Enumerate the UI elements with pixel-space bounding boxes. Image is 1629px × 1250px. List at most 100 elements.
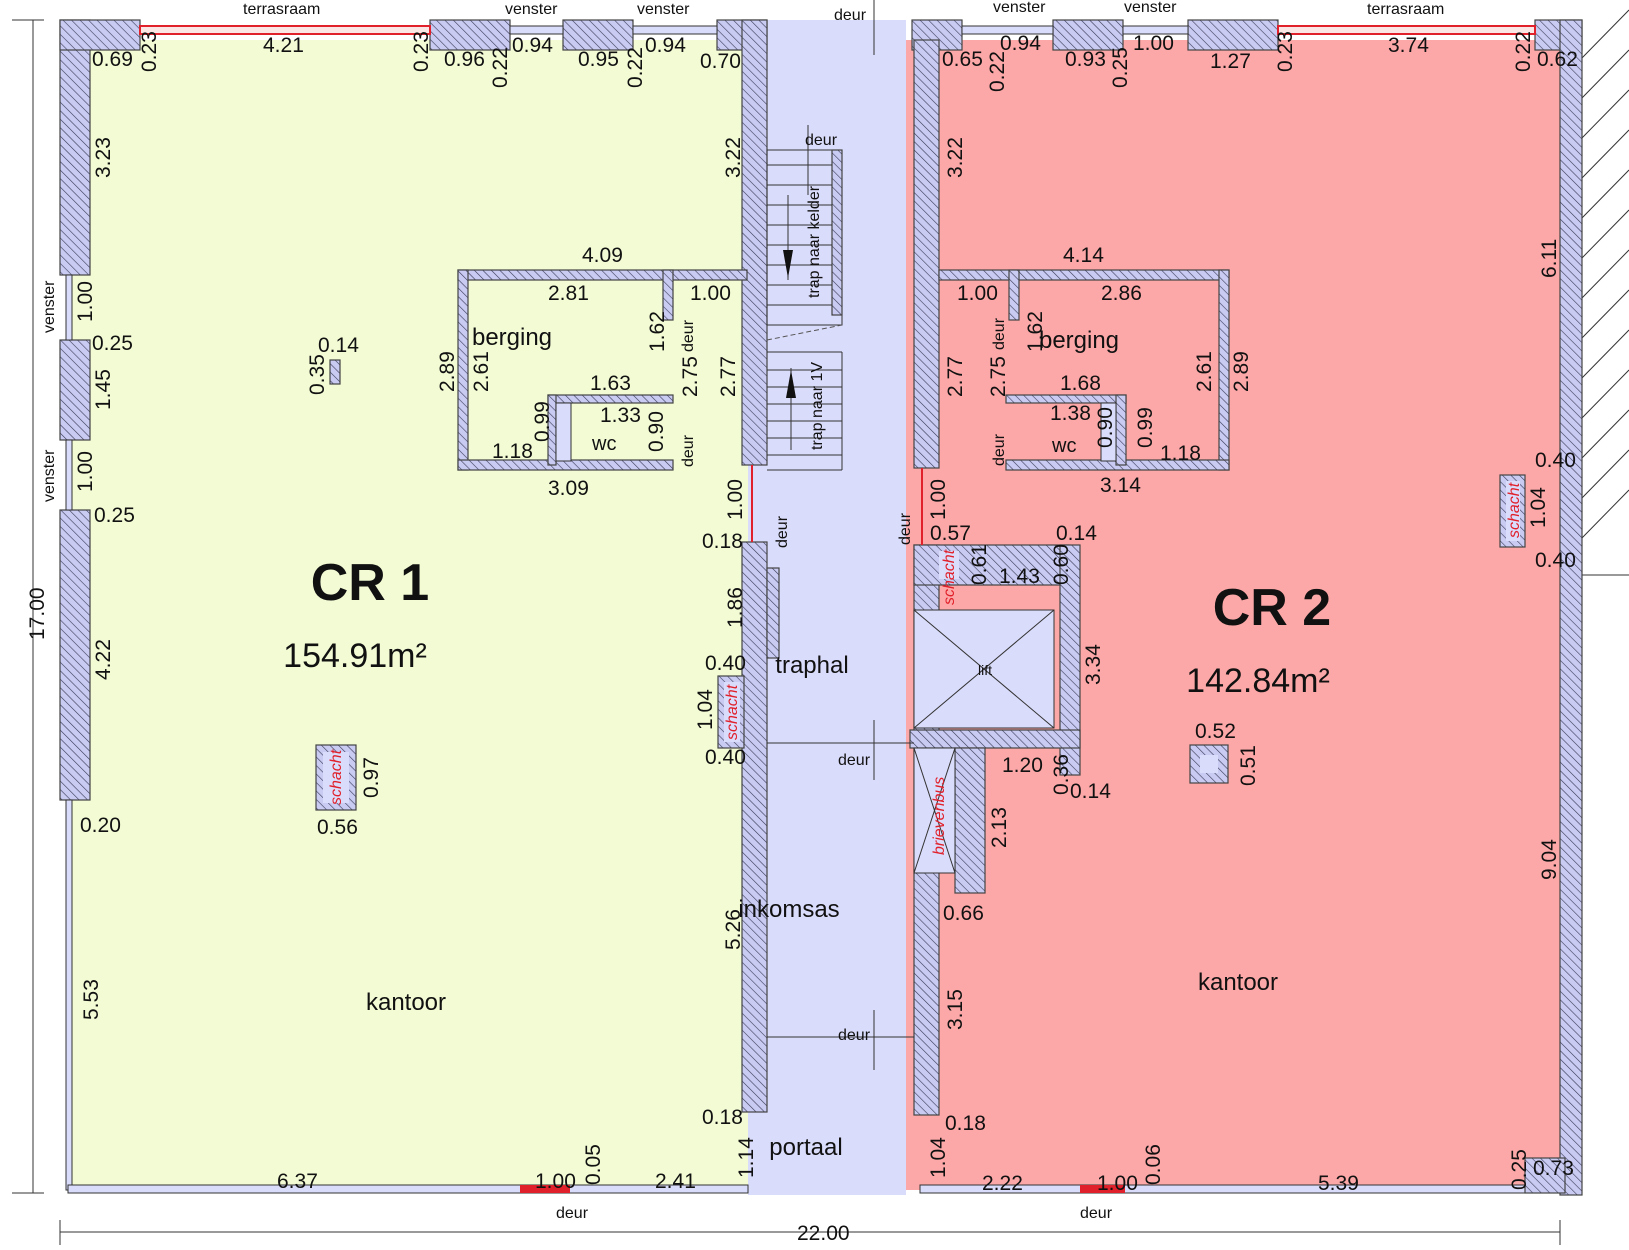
cr2-schacht-label: schacht [1506,482,1523,538]
dimension-label: 0.14 [1056,522,1097,545]
cr2-room-label: kantoor [1198,969,1278,996]
cr1-bottom-door [520,1185,570,1193]
cr2-column [1200,755,1218,773]
dimension-label: 5.53 [80,979,103,1020]
dimension-label: 1.38 [1050,402,1091,425]
lift [913,609,1055,729]
dimension-label: 2.13 [988,807,1011,848]
dimension-label: 1.27 [1210,50,1251,73]
cr2-bottom-door [1080,1185,1125,1193]
dimension-label: 1.00 [74,451,97,492]
dimension-label: 0.40 [705,652,746,675]
dimension-label: 9.04 [1538,839,1561,880]
dimension-label: 0.57 [930,522,971,545]
dimension-label: 0.20 [80,814,121,837]
top-deur-label: deur [834,7,867,24]
cr1-terrasraam-label: terrasraam [243,1,320,18]
cr1-wc-sink [555,402,572,462]
dimension-label: 0.70 [700,50,741,73]
cr2-schacht [1506,481,1520,541]
dimension-label: 1.68 [1060,372,1101,395]
dimension-label: 4.21 [263,34,304,57]
cr2-berging-dimensions: 4.14 1.00 2.86 2.77 2.75 1.62 2.61 2.89 … [944,244,1253,497]
dimension-label: 0.66 [943,902,984,925]
exterior-hatch-right [1579,9,1629,576]
cr2-venster-2 [1122,25,1189,35]
dimension-label: 0.22 [1512,31,1535,72]
dimension-label: 2.75 [679,356,702,397]
dimension-label: 0.22 [489,47,512,88]
brievenbus [913,747,956,874]
dimension-label: 5.26 [722,909,745,950]
dimension-label: 1.04 [694,689,717,730]
cr2-area: 142.84m² [1186,662,1330,700]
cr2-misc-dimensions: 3.22 1.00 0.57 0.14 0.61 1.43 0.60 3.34 … [927,137,1260,1178]
dimension-label: 4.22 [92,639,115,680]
dimension-label: 1.86 [724,587,747,628]
dimension-label: 1.04 [927,1137,950,1178]
dimension-label: 0.65 [942,48,983,71]
overall-height: 17.00 [26,587,49,640]
dimension-label: 2.77 [944,356,967,397]
cr1-berging-dimensions: 4.09 2.81 1.00 2.89 2.61 1.62 2.75 2.77 … [436,244,740,500]
cr2-berging-label: berging [1039,327,1119,354]
cr1-bottom-dimensions: 6.37 1.00 0.05 2.41 [277,1144,696,1193]
dimension-label: 0.52 [1195,720,1236,743]
dimension-label: 0.56 [317,816,358,839]
cr2-venster-1 [961,25,1054,35]
cr1-wc-label: wc [591,433,616,455]
cr2-bottom-deur-label: deur [1080,1205,1113,1222]
dimension-label: 0.40 [1535,449,1576,472]
dimension-label: 2.41 [655,1170,696,1193]
dimension-label: 0.25 [92,332,133,355]
cr2-terrasraam-label: terrasraam [1367,1,1444,18]
dimension-label: 4.09 [582,244,623,267]
dimension-label: 1.45 [92,369,115,410]
dimension-label: 0.90 [645,411,668,452]
dimension-label: 0.95 [578,48,619,71]
cr2-title: CR 2 [1213,579,1331,637]
dimension-label: 0.22 [624,47,647,88]
dimension-label: 0.25 [94,504,135,527]
cr2-right-dimensions: 6.11 0.40 1.04 0.40 9.04 [1527,239,1576,880]
dimension-label: 0.69 [92,48,133,71]
cr1-area: 154.91m² [283,637,427,675]
dimension-label: 3.74 [1388,34,1429,57]
dimension-label: 3.22 [944,137,967,178]
dimension-label: 0.97 [360,757,383,798]
overall-width: 22.00 [797,1222,850,1245]
cr1-left-dimensions: 3.23 1.00 0.25 1.45 1.00 0.25 4.22 0.20 … [74,137,135,1020]
staircase [766,149,843,471]
dimension-label: 6.37 [277,1170,318,1193]
dimension-label: 1.14 [735,1137,758,1178]
dimension-label: 1.00 [1133,32,1174,55]
cr2-bottom-dimensions: 2.22 1.00 0.06 5.39 0.25 0.73 [982,1144,1574,1195]
dimension-label: 0.94 [512,34,553,57]
dimension-label: 2.77 [717,356,740,397]
cr1-left-venster-label-1: venster [41,280,58,333]
portaal-deur-label: deur [838,1027,871,1044]
cr1-column [329,359,341,385]
dimension-label: 0.23 [1274,31,1297,72]
dimension-label: 1.33 [600,404,641,427]
dimension-label: 0.18 [945,1112,986,1135]
dimension-label: 0.23 [138,31,161,72]
dimension-label: 6.11 [1538,239,1561,278]
cr2-berging-deur-label: deur [991,317,1008,350]
cr1-floor [68,40,748,1190]
stair-down-label: trap naar kelder [806,185,823,298]
cr2-top-dimensions: 0.65 0.22 0.94 0.93 0.25 1.00 1.27 0.23 … [942,31,1578,92]
dimension-label: 0.60 [1050,544,1073,585]
dimension-label: 0.06 [1142,1144,1165,1185]
cr1-venster-label-1: venster [505,1,558,18]
cr1-left-glass-wall [65,799,73,1191]
dimension-label: 3.15 [944,989,967,1030]
portaal-label: portaal [769,1134,842,1161]
dimension-label: 2.75 [987,356,1010,397]
cr1-venster-2 [632,25,718,35]
brievenbus-label: brievenbus [931,777,948,855]
dimension-label: 0.94 [1000,32,1041,55]
dimension-label: 0.25 [1508,1149,1531,1190]
cr2-terrasraam [1277,25,1536,35]
dimension-label: 1.43 [999,565,1040,588]
